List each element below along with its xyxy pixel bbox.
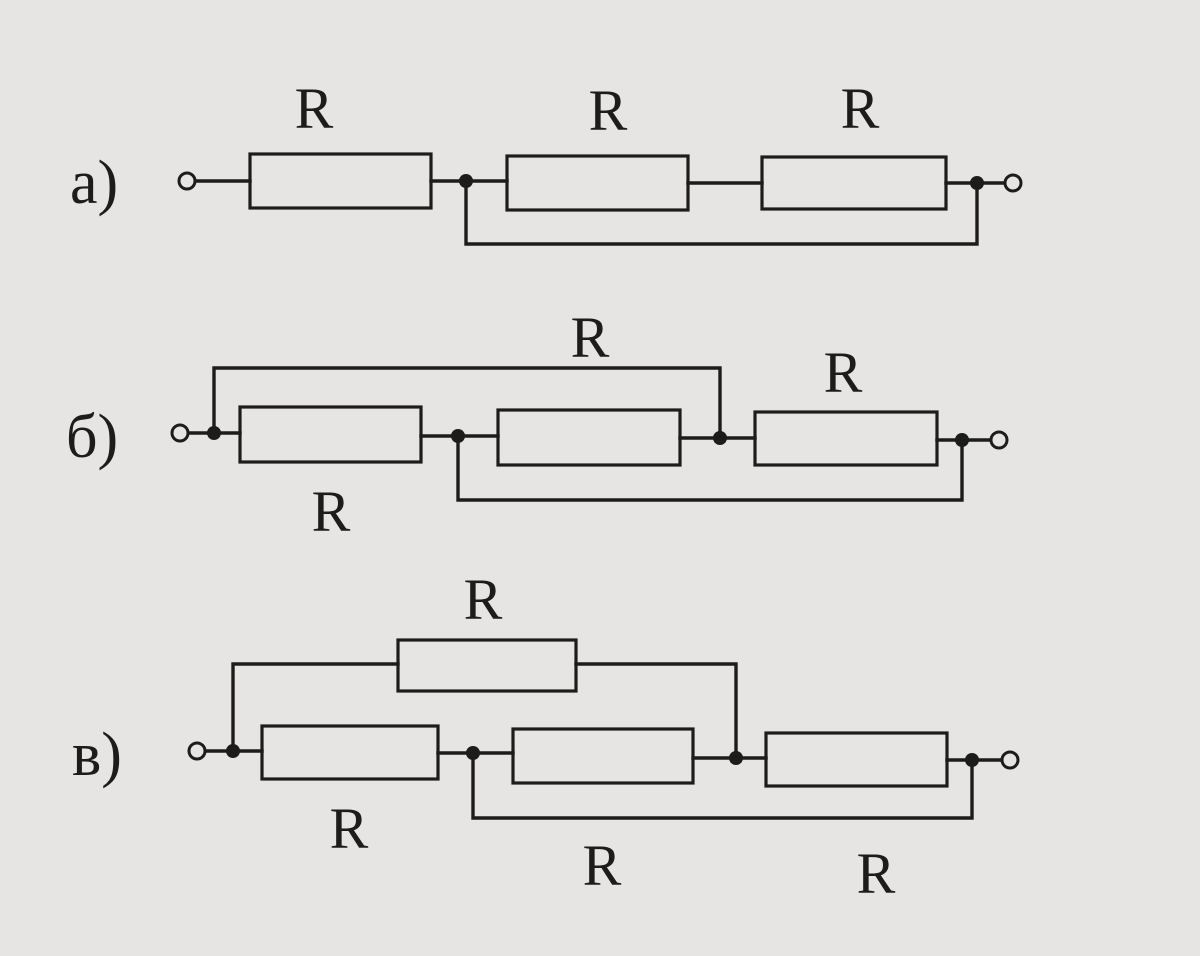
circuit-v-junction-node-4 xyxy=(965,753,979,767)
circuit-a-resistor-2-label: R xyxy=(589,78,628,143)
circuit-b-output-terminal xyxy=(989,430,1009,450)
circuit-a-output-terminal xyxy=(1003,173,1023,193)
circuit-v-wire-top-branch xyxy=(231,662,400,753)
circuit-v-resistor-top xyxy=(396,638,578,693)
circuit-b-junction-node-4 xyxy=(955,433,969,447)
circuit-v-resistor-1 xyxy=(260,724,440,781)
circuit-a-resistor-3 xyxy=(760,155,948,211)
circuit-a-resistor-1-label: R xyxy=(295,76,334,141)
circuit-b-junction-node-3 xyxy=(713,431,727,445)
circuit-a-resistor-1 xyxy=(248,152,433,210)
circuit-v-junction-node-2 xyxy=(466,746,480,760)
circuit-b-wire-bottom-bypass xyxy=(456,434,964,502)
circuit-b-label: б) xyxy=(66,403,118,471)
circuit-b-resistor-2 xyxy=(496,408,682,467)
circuit-b-resistor-3 xyxy=(753,410,939,467)
circuit-b-resistor-1-label: R xyxy=(312,479,351,544)
circuit-v-wire-top-branch-return xyxy=(574,662,738,760)
circuit-a-input-terminal xyxy=(177,171,197,191)
circuit-b-resistor-3-label: R xyxy=(824,340,863,405)
circuit-v-resistor-top-label: R xyxy=(464,567,503,632)
circuit-a-junction-node-1 xyxy=(459,174,473,188)
circuit-b-resistor-2-label: R xyxy=(571,305,610,370)
circuit-v-resistor-2-label: R xyxy=(583,833,622,898)
circuit-b-wire-top-bypass xyxy=(212,366,722,440)
circuit-a-wire-bypass xyxy=(464,179,979,246)
circuit-v-input-terminal xyxy=(187,741,207,761)
circuit-v-output-terminal xyxy=(1000,750,1020,770)
circuit-a-resistor-3-label: R xyxy=(841,76,880,141)
circuit-b-input-terminal xyxy=(170,423,190,443)
circuit-v-junction-node-3 xyxy=(729,751,743,765)
circuit-a-resistor-2 xyxy=(505,154,690,212)
circuit-a: а) R R R xyxy=(70,76,1023,246)
circuit-a-label: а) xyxy=(70,149,118,217)
circuit-v: в) R R R R R xyxy=(72,567,1020,906)
circuit-b: б) R R R R xyxy=(66,305,1009,544)
circuit-v-resistor-3 xyxy=(764,731,949,788)
circuit-v-junction-node-1 xyxy=(226,744,240,758)
circuit-a-junction-node-2 xyxy=(970,176,984,190)
circuit-b-junction-node-1 xyxy=(207,426,221,440)
circuit-v-label: в) xyxy=(72,721,122,789)
circuit-v-resistor-3-label: R xyxy=(857,841,896,906)
circuit-v-wire-bottom-bypass xyxy=(471,751,974,820)
circuit-v-resistor-1-label: R xyxy=(330,796,369,861)
circuit-b-resistor-1 xyxy=(238,405,423,464)
circuit-b-junction-node-2 xyxy=(451,429,465,443)
circuit-v-resistor-2 xyxy=(511,727,695,785)
